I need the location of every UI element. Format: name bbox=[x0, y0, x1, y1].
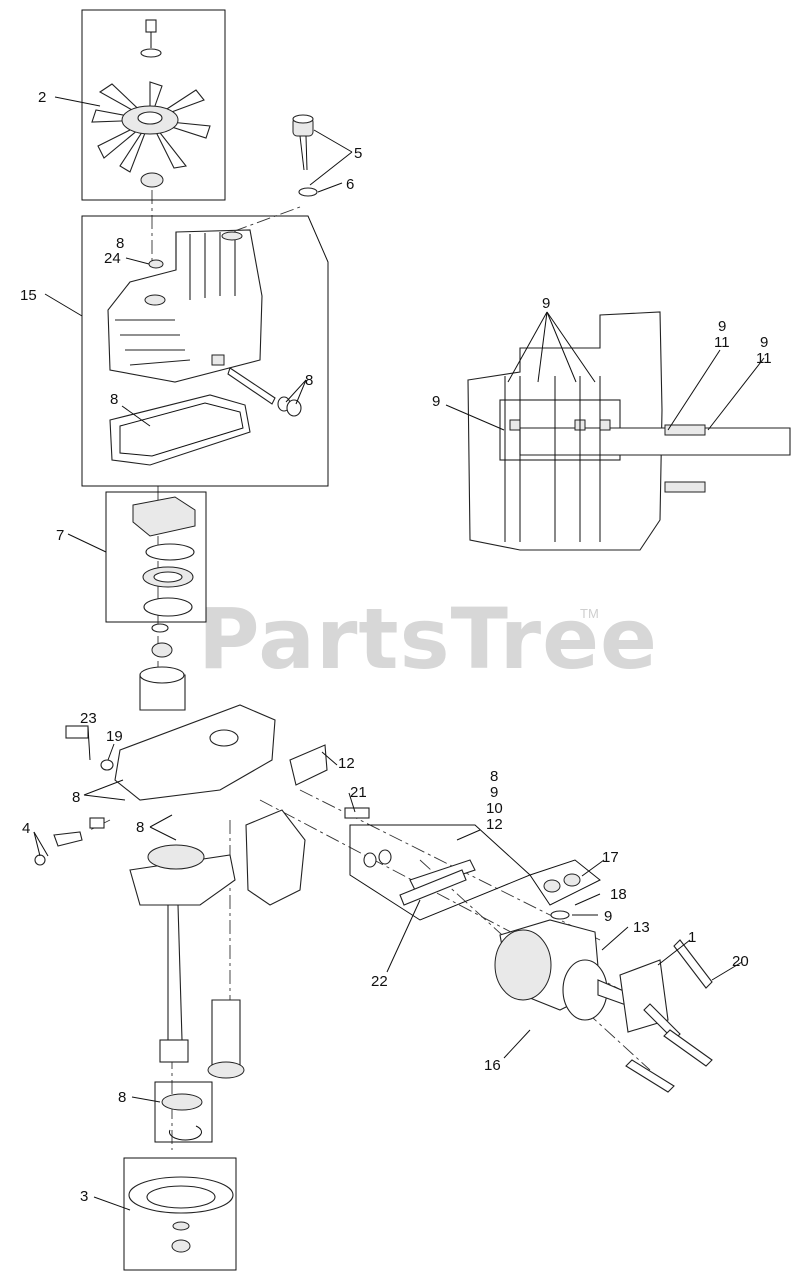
callout-7: 7 bbox=[56, 527, 64, 544]
callout-8-bearing: 8 bbox=[118, 1089, 126, 1106]
seal-24 bbox=[148, 259, 164, 269]
filter bbox=[211, 999, 241, 1069]
lower-housing bbox=[129, 844, 245, 1079]
bracket-12 bbox=[289, 744, 328, 786]
part-4 bbox=[34, 854, 46, 866]
shaft-gear bbox=[159, 1039, 189, 1063]
callout-15: 15 bbox=[20, 287, 37, 304]
housing-box bbox=[81, 215, 329, 487]
bolt-20d bbox=[625, 1059, 675, 1093]
callout-1: 1 bbox=[688, 929, 696, 946]
center-section bbox=[34, 623, 276, 866]
callout-16: 16 bbox=[484, 1057, 501, 1074]
callout-8-gasket: 8 bbox=[110, 391, 118, 408]
shaft-plug bbox=[211, 354, 225, 366]
callout-21: 21 bbox=[350, 784, 367, 801]
wheel-motor bbox=[494, 919, 713, 1093]
callout-9-valve: 9 bbox=[604, 908, 612, 925]
callout-9-kit: 9 bbox=[490, 784, 498, 801]
section-shaft bbox=[519, 427, 791, 456]
callout-18: 18 bbox=[610, 886, 627, 903]
watermark: PartsTree TM bbox=[198, 590, 658, 688]
fan-washer bbox=[140, 48, 162, 58]
callout-6: 6 bbox=[346, 176, 354, 193]
callout-23: 23 bbox=[80, 710, 97, 727]
leader-lines bbox=[33, 96, 765, 1211]
callout-19: 19 bbox=[106, 728, 123, 745]
pulley-box bbox=[123, 1157, 237, 1271]
filler-oring bbox=[298, 187, 318, 197]
callout-12-kit: 12 bbox=[486, 816, 503, 833]
callout-3: 3 bbox=[80, 1188, 88, 1205]
control-shaft bbox=[227, 367, 276, 405]
callout-labels: 2 5 6 8 24 15 8 8 7 9 9 11 9 11 9 23 19 … bbox=[20, 89, 772, 1205]
fan-hub-nut bbox=[140, 172, 164, 188]
callout-13: 13 bbox=[633, 919, 650, 936]
control-arm bbox=[53, 831, 83, 847]
callout-8-kit: 8 bbox=[490, 768, 498, 785]
pin-22b bbox=[399, 869, 467, 906]
end-cap bbox=[245, 744, 370, 906]
seal-kit-panel bbox=[349, 824, 531, 921]
callout-24: 24 bbox=[104, 250, 121, 267]
end-cap-body bbox=[245, 809, 306, 906]
swashplate bbox=[132, 496, 196, 537]
fan-assembly-box bbox=[81, 9, 226, 201]
callout-11-section-far: 11 bbox=[756, 350, 772, 367]
pin-22a bbox=[409, 859, 476, 891]
lower-cover bbox=[129, 854, 236, 906]
section-view bbox=[467, 311, 791, 551]
pulley-nut bbox=[171, 1239, 191, 1253]
callout-2: 2 bbox=[38, 89, 46, 106]
watermark-trademark: TM bbox=[580, 606, 599, 621]
input-shaft bbox=[167, 904, 183, 1041]
callout-5: 5 bbox=[354, 145, 362, 162]
housing-cover bbox=[107, 229, 263, 383]
callout-17: 17 bbox=[602, 849, 619, 866]
callout-20: 20 bbox=[732, 953, 749, 970]
callout-22: 22 bbox=[371, 973, 388, 990]
bolt-21 bbox=[344, 807, 370, 819]
callout-9-section-top: 9 bbox=[542, 295, 550, 312]
callout-8-housing-top: 8 bbox=[116, 235, 124, 252]
thrust-washer bbox=[145, 543, 195, 561]
bolt-20c bbox=[663, 1029, 713, 1067]
callout-10-kit: 10 bbox=[486, 800, 503, 817]
lower-bearing-box bbox=[154, 1081, 213, 1143]
seal-19 bbox=[100, 759, 114, 771]
check-valve-kit bbox=[529, 859, 601, 920]
bearing-box bbox=[105, 491, 207, 623]
filler-cap bbox=[292, 114, 318, 197]
housing-gasket bbox=[109, 394, 251, 466]
callout-8-center: 8 bbox=[72, 789, 80, 806]
fitting-23 bbox=[65, 725, 89, 739]
center-housing bbox=[114, 704, 276, 801]
callout-9-section-left: 9 bbox=[432, 393, 440, 410]
fan-blades bbox=[91, 81, 211, 173]
callout-8-shaft-seals: 8 bbox=[305, 372, 313, 389]
callout-9-section-far: 9 bbox=[760, 334, 768, 351]
watermark-brand: PartsTree bbox=[198, 590, 658, 688]
callout-11-section-right: 11 bbox=[714, 334, 730, 351]
callout-4: 4 bbox=[22, 820, 30, 837]
fan-bolt bbox=[145, 19, 157, 33]
callout-8-lower: 8 bbox=[136, 819, 144, 836]
callout-9-section-right: 9 bbox=[718, 318, 726, 335]
lower-bearing bbox=[161, 1093, 203, 1111]
callout-12-bracket: 12 bbox=[338, 755, 355, 772]
bolt-20a bbox=[673, 939, 713, 989]
